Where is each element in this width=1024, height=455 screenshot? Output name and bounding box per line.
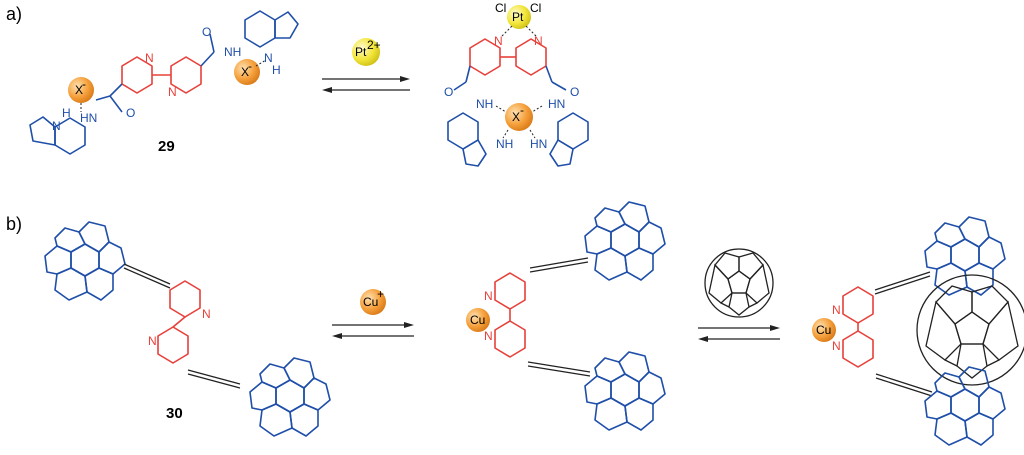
svg-text:HN: HN <box>548 97 565 111</box>
svg-text:O: O <box>570 85 579 99</box>
panel-b-label: b) <box>6 214 22 234</box>
svg-text:H: H <box>272 63 281 77</box>
svg-text:Cu: Cu <box>816 323 831 337</box>
svg-text:N: N <box>832 303 841 317</box>
svg-text:O: O <box>126 106 135 120</box>
svg-text:Cl: Cl <box>495 1 506 15</box>
anion-ball-right <box>234 59 260 85</box>
svg-text:H: H <box>62 106 71 120</box>
cu-c60-complex-structure: N N Cu <box>812 216 1024 446</box>
equilibrium-arrows-b2 <box>698 325 780 342</box>
svg-text:X: X <box>241 65 249 79</box>
pt-cation-ball <box>352 38 380 66</box>
svg-text:HN: HN <box>530 137 547 151</box>
svg-text:N: N <box>832 339 841 353</box>
svg-text:N: N <box>534 34 543 48</box>
svg-text:N: N <box>202 307 211 321</box>
svg-text:X: X <box>75 83 83 97</box>
panel-a-label: a) <box>6 4 22 24</box>
anion-ball-left <box>68 77 94 103</box>
svg-text:+: + <box>377 287 384 301</box>
svg-text:N: N <box>168 85 177 99</box>
svg-text:Cu: Cu <box>470 313 485 327</box>
svg-text:HN: HN <box>80 111 97 125</box>
svg-text:NH: NH <box>496 137 513 151</box>
svg-text:2+: 2+ <box>367 38 381 52</box>
compound-29-structure: N N O HN H N O NH N H X - X - <box>29 10 299 155</box>
fullerene-c60-icon <box>704 248 774 318</box>
svg-text:-: - <box>248 59 252 73</box>
svg-text:Cu: Cu <box>363 295 378 309</box>
svg-text:O: O <box>444 85 453 99</box>
svg-text:NH: NH <box>476 97 493 111</box>
equilibrium-arrows-b1 <box>332 322 414 339</box>
cu-cation-ball <box>360 289 386 315</box>
svg-text:-: - <box>82 77 86 91</box>
compound-30-structure: N N <box>44 221 331 437</box>
svg-text:O: O <box>202 25 211 39</box>
svg-text:N: N <box>145 51 154 65</box>
svg-text:N: N <box>484 329 493 343</box>
svg-text:Pt: Pt <box>355 45 367 59</box>
svg-text:Pt: Pt <box>512 10 524 24</box>
svg-text:N: N <box>484 289 493 303</box>
svg-text:N: N <box>494 34 503 48</box>
pt-complex-structure: Pt Cl Cl N N O NH O HN NH HN X - <box>444 1 589 167</box>
svg-text:-: - <box>520 103 524 117</box>
svg-text:Cl: Cl <box>530 1 541 15</box>
equilibrium-arrows-a <box>322 76 410 93</box>
svg-text:N: N <box>52 119 61 133</box>
compound-29-label: 29 <box>158 138 175 155</box>
svg-text:N: N <box>148 334 157 348</box>
svg-text:N: N <box>264 51 273 65</box>
svg-text:X: X <box>512 110 520 124</box>
cu-complex-structure: N N Cu <box>466 201 666 431</box>
compound-30-label: 30 <box>166 405 183 422</box>
svg-text:NH: NH <box>224 45 241 59</box>
